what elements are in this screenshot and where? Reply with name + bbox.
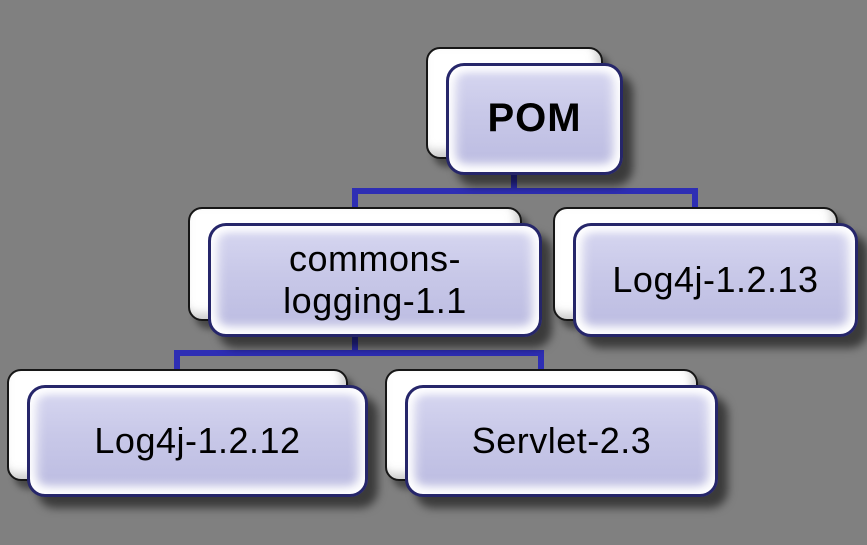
node-log4j-1-2-12-card: Log4j-1.2.12	[27, 385, 368, 497]
edge-commons-logging-stub	[352, 328, 358, 356]
node-servlet-2-3-label: Servlet-2.3	[471, 419, 652, 461]
edge-pom-to-log4j-1-2-13	[692, 188, 698, 214]
node-pom: POM	[426, 47, 623, 175]
edge-pom-children-rail	[352, 188, 698, 194]
edge-pom-stub	[511, 168, 517, 194]
edge-pom-to-commons-logging	[352, 188, 358, 214]
edge-commons-children-rail	[174, 350, 544, 356]
node-pom-label: POM	[487, 96, 582, 141]
node-log4j-1-2-12: Log4j-1.2.12	[7, 369, 368, 497]
node-servlet-2-3: Servlet-2.3	[385, 369, 718, 497]
node-commons-logging-card: commons-logging-1.1	[208, 223, 542, 337]
node-log4j-1-2-13-label: Log4j-1.2.13	[612, 258, 819, 300]
edge-commons-to-log4j-1-2-12	[174, 350, 180, 376]
node-commons-logging-1-1: commons-logging-1.1	[188, 207, 542, 337]
node-pom-card: POM	[446, 63, 623, 175]
edge-commons-to-servlet-2-3	[538, 350, 544, 376]
node-commons-logging-label: commons-logging-1.1	[283, 237, 467, 321]
node-servlet-2-3-card: Servlet-2.3	[405, 385, 718, 497]
node-log4j-1-2-13: Log4j-1.2.13	[553, 207, 858, 337]
node-log4j-1-2-13-card: Log4j-1.2.13	[573, 223, 858, 337]
node-log4j-1-2-12-label: Log4j-1.2.12	[94, 419, 301, 461]
